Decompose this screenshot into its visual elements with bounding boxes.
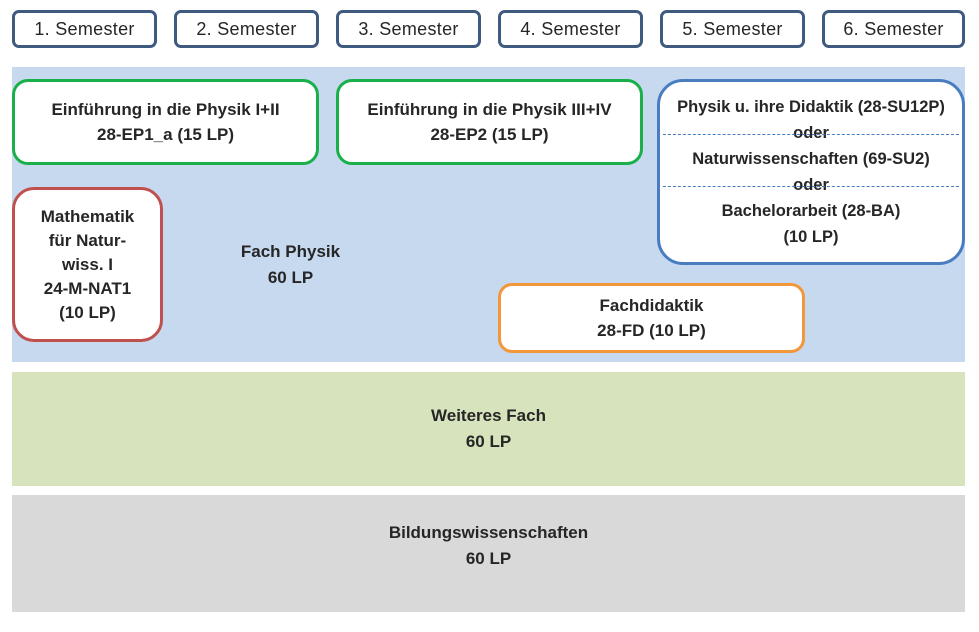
semester-4-label: 4. Semester — [498, 10, 643, 48]
module-wahl-box: Physik u. ihre Didaktik (28-SU12P) oder … — [657, 79, 965, 265]
module-wahl-divider-1 — [663, 134, 959, 135]
module-ep1-box: Einführung in die Physik I+II 28-EP1_a (… — [12, 79, 319, 165]
module-wahl-divider-2 — [663, 186, 959, 187]
weiteres-fach-lp: 60 LP — [465, 432, 512, 451]
fach-physik-title: Fach Physik — [240, 242, 341, 261]
weiteres-fach-title: Weiteres Fach — [431, 406, 546, 425]
module-wahl-option-1: Physik u. ihre Didaktik (28-SU12P) — [677, 98, 945, 116]
semester-3-label: 3. Semester — [336, 10, 481, 48]
weiteres-fach-band: Weiteres Fach 60 LP — [12, 372, 965, 486]
module-ep1-title: Einführung in die Physik I+II — [51, 100, 280, 119]
bildungswissenschaften-lp: 60 LP — [465, 549, 512, 568]
module-ep2-box: Einführung in die Physik III+IV 28-EP2 (… — [336, 79, 643, 165]
module-wahl-or-1: oder — [793, 124, 829, 142]
bildungswissenschaften-label: Bildungswissenschaften 60 LP — [12, 520, 965, 572]
module-fachdidaktik-box: Fachdidaktik 28-FD (10 LP) — [498, 283, 805, 353]
module-wahl-lp: (10 LP) — [783, 228, 839, 246]
semester-2-label: 2. Semester — [174, 10, 319, 48]
semester-5-label: 5. Semester — [660, 10, 805, 48]
module-ep2-title: Einführung in die Physik III+IV — [367, 100, 612, 119]
module-fachdidaktik-title: Fachdidaktik — [599, 296, 704, 315]
module-ep2-code: 28-EP2 (15 LP) — [430, 125, 549, 144]
module-ep1-code: 28-EP1_a (15 LP) — [96, 125, 234, 144]
module-wahl-or-2: oder — [793, 176, 829, 194]
fach-physik-label: Fach Physik 60 LP — [132, 239, 449, 291]
module-wahl-option-3: Bachelorarbeit (28-BA) — [721, 202, 901, 220]
module-mathematik-code: 24-M-NAT1 — [43, 278, 132, 298]
module-mathematik-line-3: wiss. I — [61, 254, 114, 274]
bildungswissenschaften-title: Bildungswissenschaften — [388, 523, 589, 542]
module-mathematik-line-1: Mathematik — [40, 206, 135, 226]
semester-6-label: 6. Semester — [822, 10, 965, 48]
module-wahl-option-2: Naturwissenschaften (69-SU2) — [692, 150, 930, 168]
bildungswissenschaften-band: Bildungswissenschaften 60 LP — [12, 495, 965, 612]
weiteres-fach-label: Weiteres Fach 60 LP — [12, 403, 965, 455]
fach-physik-lp: 60 LP — [267, 268, 314, 287]
module-mathematik-line-2: für Natur- — [48, 230, 127, 250]
module-mathematik-box: Mathematik für Natur- wiss. I 24-M-NAT1 … — [12, 187, 163, 342]
module-mathematik-lp: (10 LP) — [59, 302, 116, 322]
semester-1-label: 1. Semester — [12, 10, 157, 48]
module-fachdidaktik-code: 28-FD (10 LP) — [597, 321, 706, 340]
